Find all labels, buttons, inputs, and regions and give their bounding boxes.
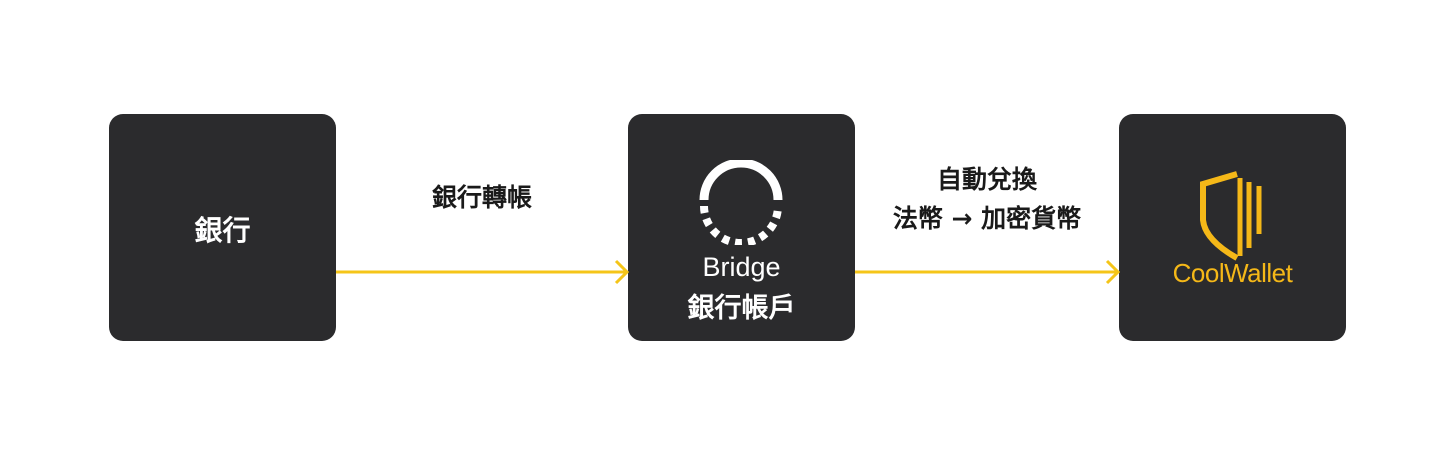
bridge-node: Bridge 銀行帳戶 <box>628 114 855 341</box>
arrow-bridge-to-coolwallet <box>855 259 1121 285</box>
bridge-name: Bridge <box>702 252 781 282</box>
bridge-account-label: 銀行帳戶 <box>687 293 796 324</box>
auto-exchange-label: 自動兌換 <box>936 165 1038 194</box>
fiat-to-crypto-label: 法幣 → 加密貨幣 <box>892 204 1082 233</box>
arrow-bank-to-bridge <box>336 259 630 285</box>
bridge-logo-icon <box>699 160 783 245</box>
bank-label: 銀行 <box>194 214 251 247</box>
coolwallet-node: CoolWallet <box>1119 114 1346 341</box>
bank-node: 銀行 <box>109 114 336 341</box>
coolwallet-wordmark: CoolWallet <box>1172 258 1293 288</box>
bank-transfer-label: 銀行轉帳 <box>431 183 533 212</box>
coolwallet-shield-icon <box>1200 171 1262 261</box>
